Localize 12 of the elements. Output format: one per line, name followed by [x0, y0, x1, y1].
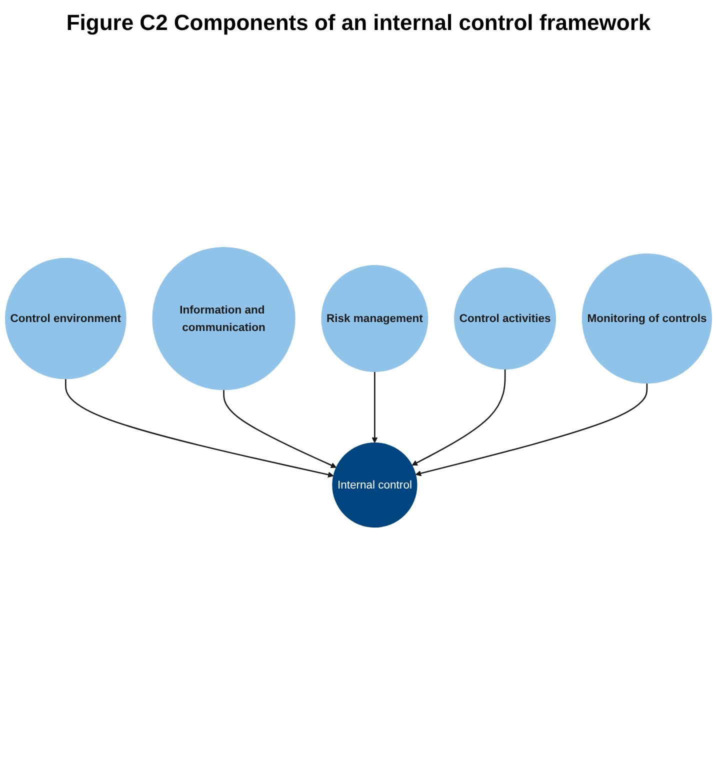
node-circle: Monitoring of controls — [582, 253, 712, 384]
node-circle: Control activities — [454, 267, 556, 370]
arrow — [65, 378, 334, 478]
node-circle: Internal control — [332, 442, 418, 528]
arrow — [372, 371, 378, 443]
figure-title: Figure C2 Components of an internal control framework — [65, 10, 652, 36]
node-circle: Risk management — [321, 264, 428, 372]
arrow — [412, 368, 506, 466]
arrow — [223, 390, 337, 468]
node-circle: Information and communication — [152, 246, 296, 390]
arrow — [415, 382, 648, 476]
node-circle: Control environment — [4, 258, 126, 379]
